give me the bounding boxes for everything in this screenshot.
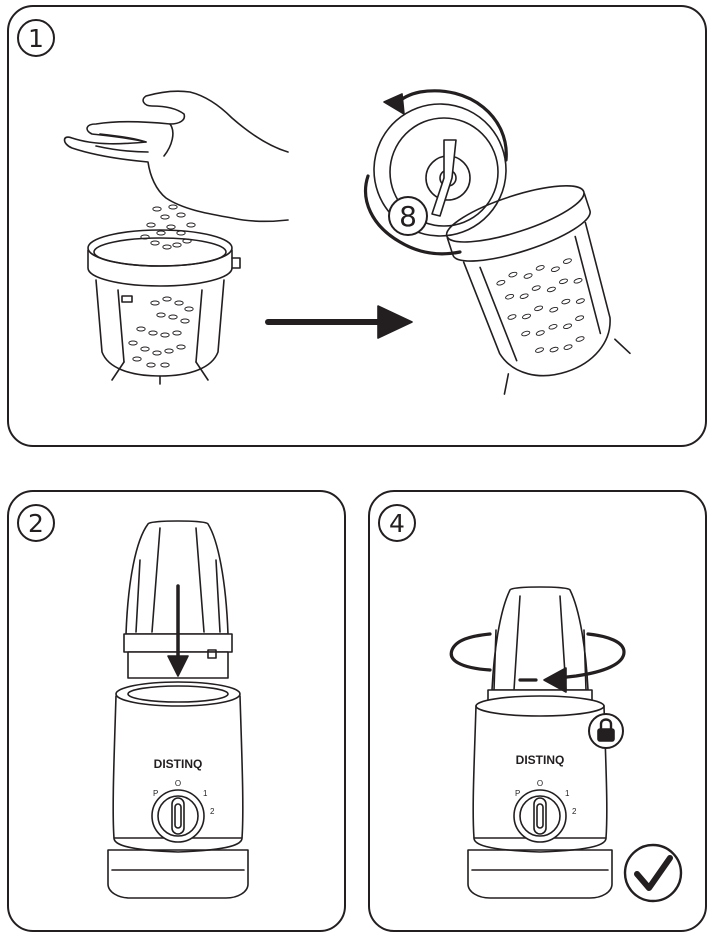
svg-text:1: 1 [203,789,208,798]
blender-cup-tilted [445,185,631,395]
right-arrow-icon [265,305,413,339]
padlock-icon [588,713,624,749]
svg-text:P: P [515,789,520,798]
speed-dial[interactable]: P O 1 2 [151,779,215,843]
blade-assembly [373,103,507,237]
badge-eight: 8 [388,196,428,236]
svg-text:P: P [153,789,158,798]
step-number-badge: 2 [17,504,55,542]
seeds-falling [140,204,196,250]
svg-text:2: 2 [572,807,577,816]
step-number-badge: 1 [17,19,55,57]
motor-base: DISTINQ [107,681,249,899]
motor-base: DISTINQ [467,695,613,899]
step-number-badge: 4 [378,504,416,542]
svg-text:8: 8 [399,200,417,233]
svg-text:DISTINQ: DISTINQ [516,753,565,767]
rotate-arrow-icon [363,89,508,256]
step-1-panel: 1 [7,5,707,447]
svg-text:O: O [537,779,543,788]
hand-pouring-icon [63,90,289,223]
rotate-arrow-icon [449,632,626,693]
speed-dial[interactable]: P O 1 2 [513,779,577,843]
blender-cup-locked [487,586,593,705]
down-arrow-icon [167,584,189,677]
svg-text:2: 2 [210,807,215,816]
svg-text:DISTINQ: DISTINQ [154,757,203,771]
svg-text:1: 1 [565,789,570,798]
blender-cup-upright [87,229,241,385]
svg-text:O: O [175,779,181,788]
checkmark-icon [623,843,683,903]
